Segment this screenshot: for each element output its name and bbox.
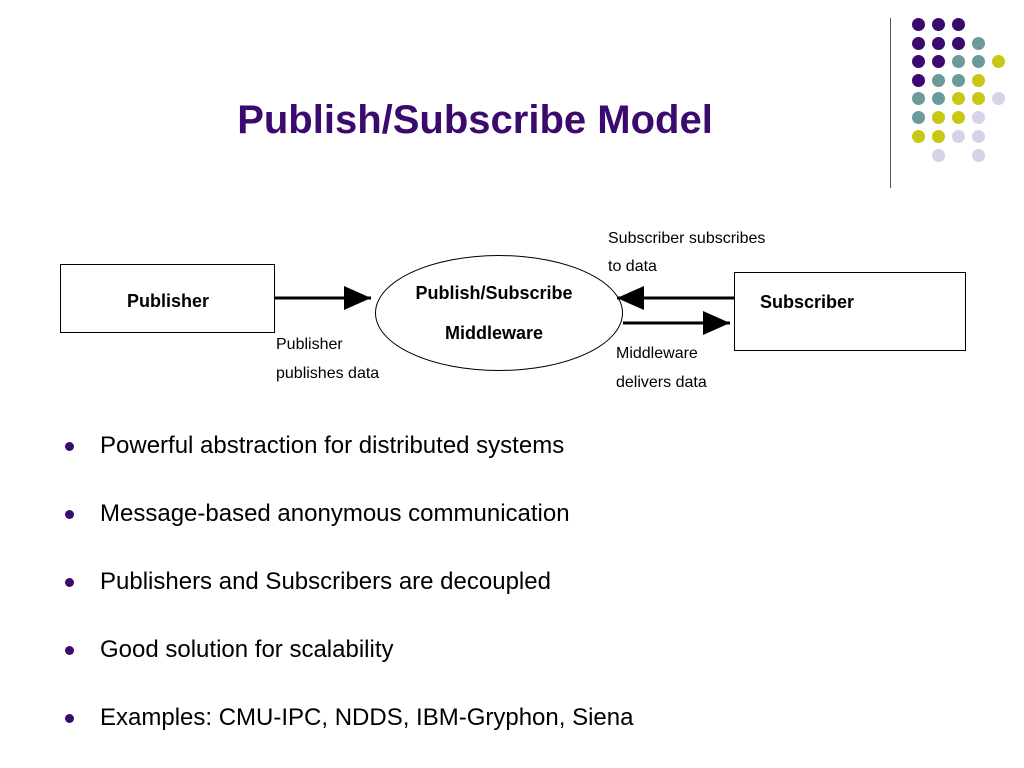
decorative-dot — [952, 111, 965, 124]
subscriber-box: Subscriber — [734, 272, 966, 351]
publisher-label: Publisher — [127, 291, 210, 311]
decorative-dot — [972, 149, 985, 162]
bullet-item: Message-based anonymous communication — [62, 496, 633, 564]
decorative-dot — [912, 111, 925, 124]
decorative-dot — [952, 130, 965, 143]
publish-note: Publisher publishes data — [276, 330, 379, 388]
bullet-item: Powerful abstraction for distributed sys… — [62, 428, 633, 496]
bullet-item: Examples: CMU-IPC, NDDS, IBM-Gryphon, Si… — [62, 700, 633, 768]
bullet-item: Good solution for scalability — [62, 632, 633, 700]
decorative-dot-grid — [0, 0, 1024, 200]
decorative-dot — [912, 74, 925, 87]
bullet-item: Publishers and Subscribers are decoupled — [62, 564, 633, 632]
decorative-dot — [992, 92, 1005, 105]
decorative-dot — [932, 37, 945, 50]
decorative-dot — [932, 111, 945, 124]
decorative-dot — [952, 55, 965, 68]
decorative-dot — [932, 130, 945, 143]
decorative-dot — [932, 18, 945, 31]
bullet-text: Powerful abstraction for distributed sys… — [100, 432, 565, 459]
slide-title: Publish/Subscribe Model — [237, 98, 713, 142]
bullet-dot-icon — [65, 646, 74, 655]
decorative-dot — [932, 74, 945, 87]
decorative-dot — [912, 18, 925, 31]
subscribe-note: Subscriber subscribes to data — [608, 225, 765, 281]
decorative-dot — [972, 92, 985, 105]
decorative-dot — [972, 37, 985, 50]
decorative-dot — [912, 92, 925, 105]
publish-note-line2: publishes data — [276, 365, 380, 382]
middleware-label-line1: Publish/Subscribe — [415, 283, 573, 303]
deliver-note: Middleware delivers data — [616, 339, 707, 397]
deliver-note-line2: delivers data — [616, 374, 707, 391]
decorative-dot — [932, 55, 945, 68]
decorative-dot — [952, 37, 965, 50]
publish-note-line1: Publisher — [276, 336, 343, 353]
subscriber-label: Subscriber — [760, 292, 855, 312]
decorative-dot — [952, 74, 965, 87]
decorative-dot — [972, 111, 985, 124]
decorative-dot — [972, 130, 985, 143]
bullet-dot-icon — [65, 442, 74, 451]
decorative-dot — [972, 74, 985, 87]
decorative-dot — [932, 92, 945, 105]
bullet-text: Examples: CMU-IPC, NDDS, IBM-Gryphon, Si… — [100, 704, 634, 731]
decorative-dot — [912, 37, 925, 50]
decorative-dot — [932, 149, 945, 162]
bullet-dot-icon — [65, 510, 74, 519]
decorative-dot — [912, 130, 925, 143]
subscribe-note-line2: to data — [608, 258, 657, 275]
decorative-dot — [952, 92, 965, 105]
subscribe-note-line1: Subscriber subscribes — [608, 230, 766, 247]
middleware-label-line2: Middleware — [444, 323, 544, 343]
bullet-list: Powerful abstraction for distributed sys… — [62, 428, 633, 768]
decorative-dot — [952, 18, 965, 31]
bullet-dot-icon — [65, 714, 74, 723]
decorative-dot — [972, 55, 985, 68]
divider-line — [890, 18, 891, 188]
middleware-ellipse — [375, 255, 623, 371]
bullet-text: Message-based anonymous communication — [100, 500, 570, 527]
bullet-dot-icon — [65, 578, 74, 587]
bullet-text: Publishers and Subscribers are decoupled — [100, 568, 551, 595]
decorative-dot — [912, 55, 925, 68]
bullet-text: Good solution for scalability — [100, 636, 394, 663]
deliver-note-line1: Middleware — [616, 345, 698, 362]
publisher-box: Publisher — [60, 264, 275, 333]
decorative-dot — [992, 55, 1005, 68]
